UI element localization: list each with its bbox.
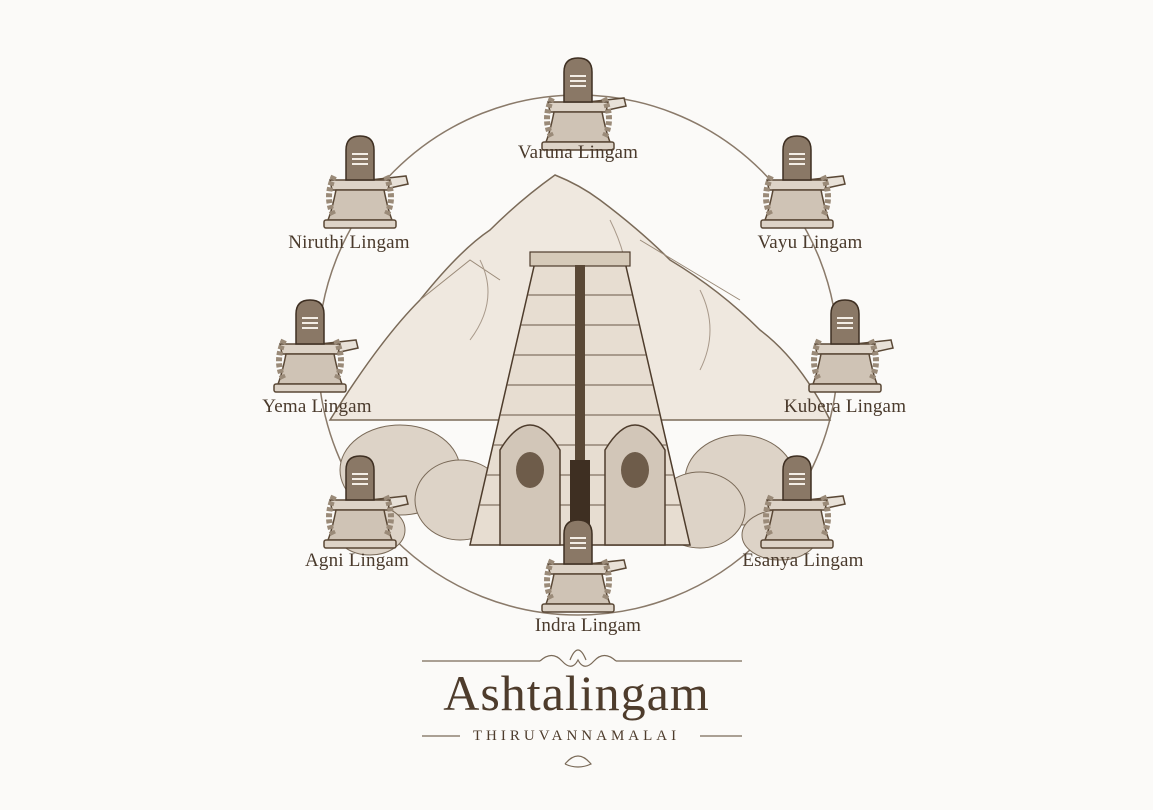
kubera-lingam-label: Kubera Lingam: [783, 396, 907, 417]
page-subtitle: THIRUVANNAMALAI: [472, 728, 681, 744]
agni-lingam-label: Agni Lingam: [304, 550, 410, 571]
ornament-divider-bottom: [422, 735, 742, 768]
kubera-lingam-icon: [809, 300, 893, 392]
guardian-figures: [499, 424, 666, 546]
vayu-lingam-icon: [761, 136, 845, 228]
ornament-divider-top: [422, 649, 742, 667]
niruthi-lingam-label: Niruthi Lingam: [288, 232, 410, 253]
niruthi-lingam-icon: [324, 136, 408, 228]
vayu-lingam-label: Vayu Lingam: [757, 232, 863, 253]
yema-lingam-label: Yema Lingam: [262, 396, 372, 417]
varuna-lingam-icon: [542, 58, 626, 150]
varuna-lingam-label: Varuna Lingam: [517, 142, 639, 163]
esanya-lingam-label: Esanya Lingam: [742, 550, 864, 571]
yema-lingam-icon: [274, 300, 358, 392]
page-title: Ashtalingam: [443, 665, 710, 721]
indra-lingam-label: Indra Lingam: [534, 615, 642, 636]
